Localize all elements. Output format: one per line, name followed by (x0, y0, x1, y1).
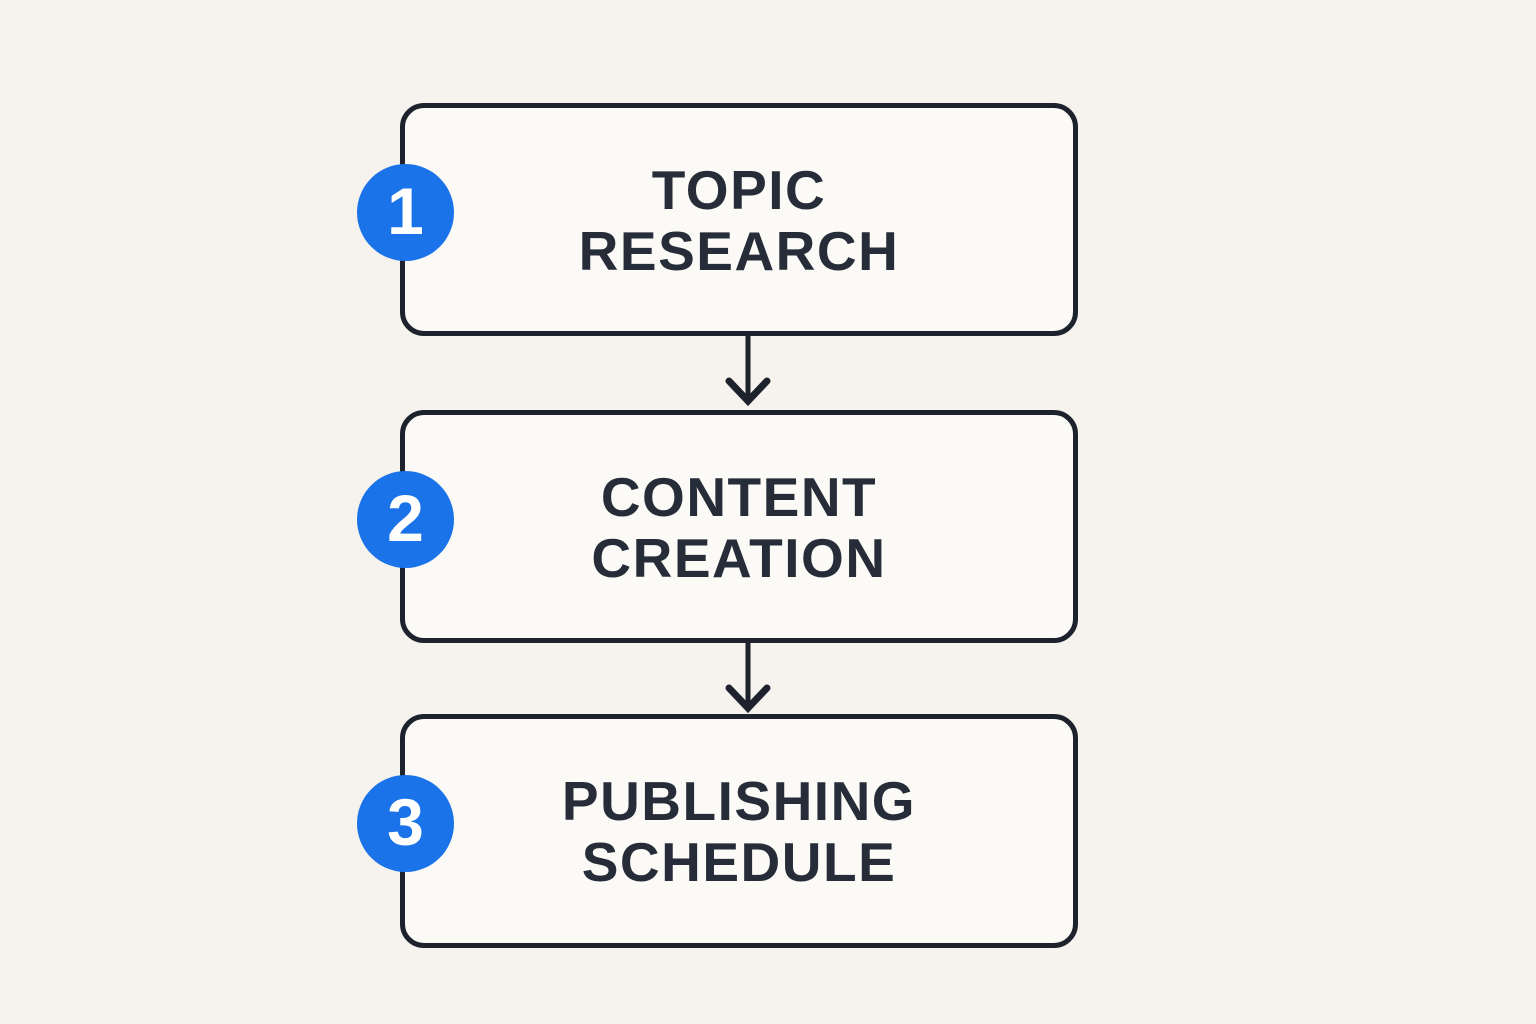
step-number: 3 (387, 784, 424, 859)
step-1-number-badge: 1 (357, 164, 454, 261)
step-3-number-badge: 3 (357, 775, 454, 872)
step-box-content-creation: 2 CONTENT CREATION (357, 410, 1078, 643)
step-box-publishing-schedule: 3 PUBLISHING SCHEDULE (357, 714, 1078, 948)
step-label-topic-research: TOPIC RESEARCH (578, 158, 900, 282)
step-number: 2 (387, 480, 424, 555)
step-number: 1 (387, 173, 424, 248)
arrow-down-icon (725, 336, 771, 407)
step-2-number-badge: 2 (357, 471, 454, 568)
step-label-publishing-schedule: PUBLISHING SCHEDULE (561, 770, 917, 893)
arrow-down-icon (725, 643, 771, 714)
step-box-topic-research: 1 TOPIC RESEARCH (357, 103, 1078, 336)
step-label-content-creation: CONTENT CREATION (591, 465, 887, 589)
